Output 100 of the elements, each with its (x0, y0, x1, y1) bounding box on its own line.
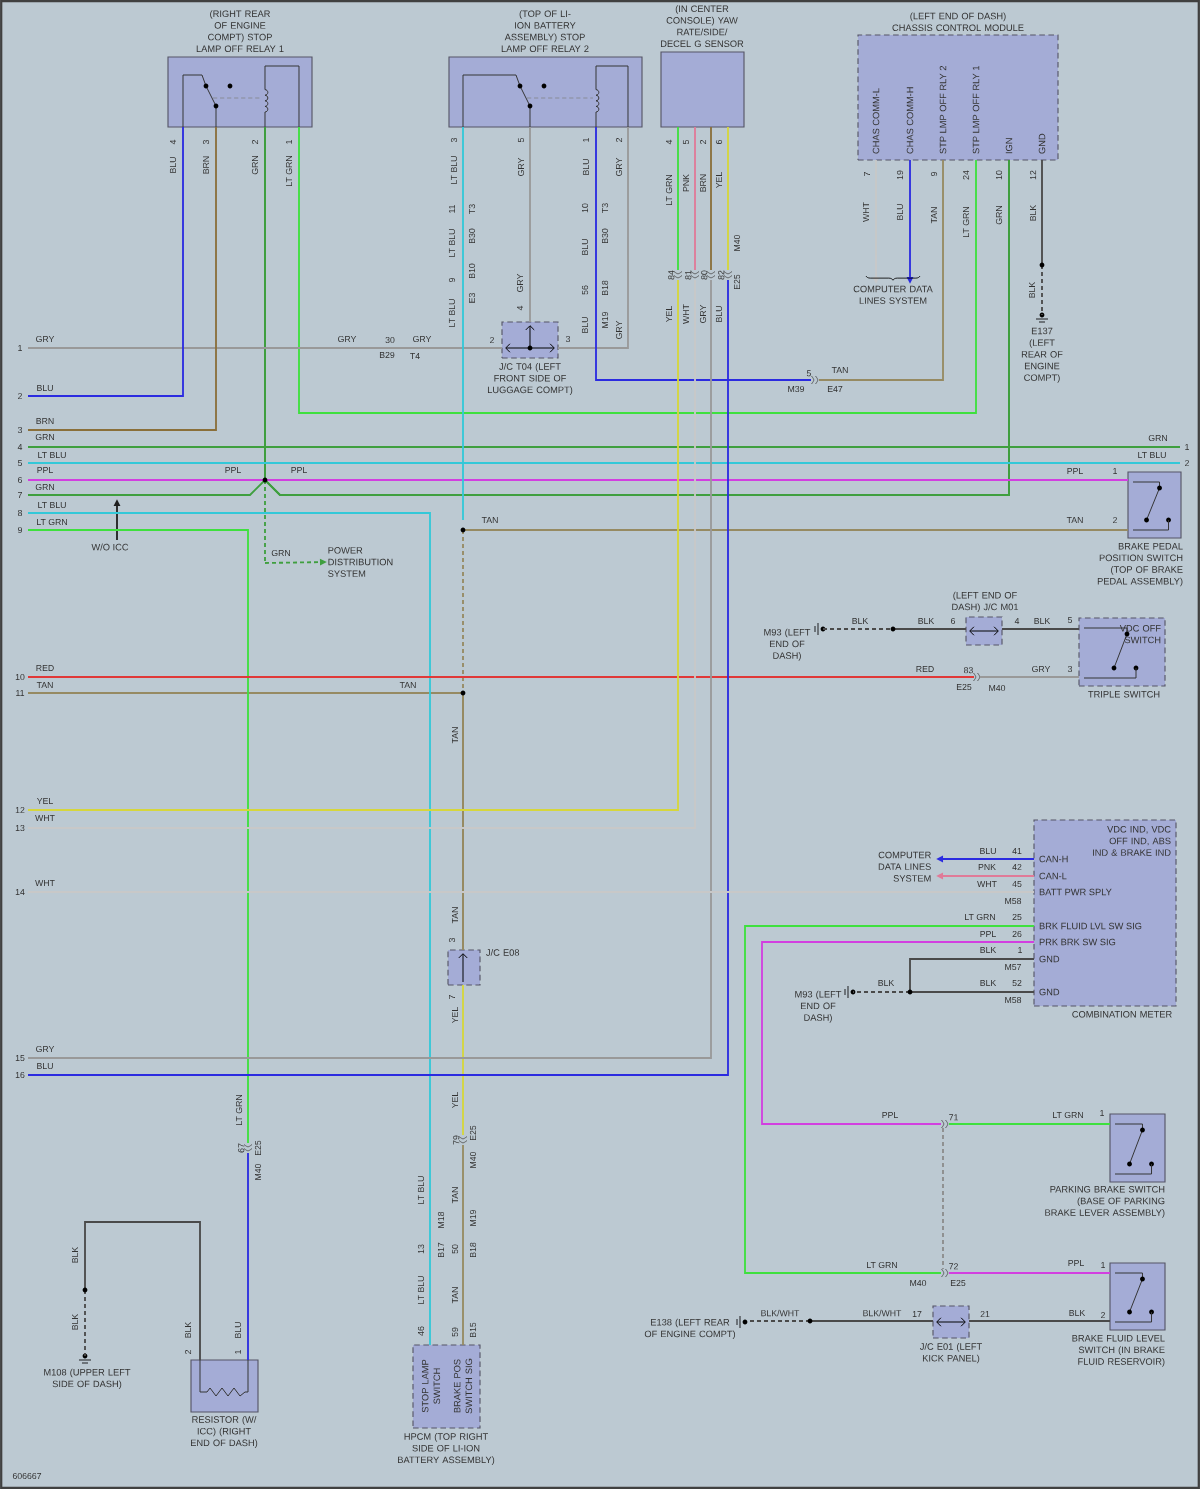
wire (462, 529, 1129, 951)
wire-label: 3 (450, 138, 458, 143)
wire-label: TAN (452, 907, 458, 924)
wire-label: BLK (72, 1246, 78, 1263)
wire-label: LT BLU (448, 229, 456, 257)
wire-label: 3 (1067, 665, 1073, 673)
wire-label: 13 (417, 1244, 425, 1254)
wire-label: LT GRN (962, 207, 970, 237)
wire-label: BLK/WHT (863, 1309, 902, 1317)
wire-label: GRN (995, 206, 1003, 225)
pin-name: GND (1039, 988, 1060, 996)
connector-number: 71 (949, 1114, 958, 1121)
wire (948, 1123, 1111, 1125)
wire-label: M40 (989, 684, 1006, 692)
connector-number: 72 (949, 1263, 958, 1270)
wire-label: 4 (1014, 618, 1020, 624)
wire-label: 10 (581, 203, 589, 213)
wire-label: YEL (716, 172, 722, 189)
component-label: PARKING BRAKE SWITCH (BASE OF PARKING BRAKE LEVER ASSEMBLY) (1045, 1186, 1165, 1218)
pin-name: CAN-L (1039, 872, 1067, 880)
wire-label: LT BLU (38, 501, 66, 509)
wire (462, 984, 464, 1136)
wire-label: BRN (700, 174, 706, 192)
wire-label: 1 (235, 1350, 241, 1354)
component-label: J/C E01 (LEFT KICK PANEL) (919, 1343, 982, 1364)
wire-label: 9 (448, 278, 456, 282)
wire-label: E25 (733, 274, 741, 290)
wire-label: BLU (581, 239, 589, 255)
wire-label: TAN (831, 367, 848, 373)
wire-label: PPL (882, 1112, 898, 1118)
wire-label: 25 (1012, 913, 1022, 921)
wire-label: PPL (1067, 468, 1083, 474)
wire-label: 6 (951, 617, 956, 625)
wire-label: BLU (37, 1062, 53, 1070)
wire-label: B30 (468, 228, 476, 244)
wire (677, 126, 679, 271)
wire (27, 462, 1181, 464)
harness-pin-number: 9 (18, 526, 22, 534)
component-label: (RIGHT REAR OF ENGINE COMPT) STOP LAMP OFF RELAY 1 (196, 10, 284, 52)
wire-label: E25 (469, 1125, 477, 1141)
ground-label: M93 (LEFT END OF DASH) (795, 990, 842, 1023)
wire (595, 126, 812, 381)
wire-label: BLK (185, 1321, 191, 1338)
component-label: (TOP OF LI-ION BATTERY ASSEMBLY) STOP LAMP OFF RELAY 2 (501, 10, 589, 52)
wire-label: GRN (271, 549, 290, 557)
wire-label: 4 (170, 139, 176, 145)
wire-label: 7 (864, 172, 870, 176)
harness-pin-number: 2 (1185, 459, 1189, 467)
wire-label: BLK (1069, 1310, 1086, 1316)
wire-label: E25 (950, 1279, 966, 1287)
wire-label: TAN (452, 727, 458, 744)
wire (1041, 159, 1043, 316)
wire-label: PPL (37, 467, 53, 473)
connector-number: 80 (701, 270, 708, 280)
wire-label: LT BLU (450, 156, 458, 184)
wire-label: 1 (1101, 1262, 1105, 1268)
wire (727, 126, 729, 271)
wire-label: 1 (286, 140, 292, 144)
wire-label: E25 (254, 1140, 262, 1156)
wire (27, 529, 249, 1144)
wire-label: WHT (35, 880, 55, 886)
wire-label: BLU (581, 317, 589, 333)
wire-label: TAN (452, 1287, 458, 1304)
wire-label: BLK (918, 618, 935, 624)
wire-label: BLK (878, 980, 895, 986)
wire-label: BLU (896, 204, 904, 220)
wire-label: TAN (36, 682, 53, 688)
wire-label: PPL (225, 467, 241, 473)
wire-label: 5 (517, 137, 525, 143)
wire-label: GRY (413, 335, 432, 343)
wire-label: LT BLU (417, 1176, 425, 1204)
wire (27, 512, 431, 1346)
wire-label: B15 (469, 1322, 477, 1338)
wire-label: RED (916, 666, 934, 672)
wire-label: BLU (715, 306, 723, 322)
wire-label: PPL (1068, 1260, 1084, 1266)
wire-label: GRY (615, 320, 623, 339)
wire (27, 126, 184, 397)
wire-label: 41 (1012, 848, 1022, 854)
pin-name: CHAS COMM-L (872, 88, 880, 154)
wire-label: M19 (601, 311, 609, 328)
wire-label: 2 (1101, 1311, 1105, 1319)
wire-label: WHT (863, 202, 869, 222)
wire-label: BLU (37, 384, 53, 392)
pin-name: CAN-H (1039, 855, 1068, 863)
harness-pin-number: 16 (15, 1071, 25, 1079)
wire-label: M18 (437, 1211, 445, 1228)
wire-label: BLK (1030, 204, 1036, 221)
wire-label: 59 (451, 1327, 459, 1337)
wire-label: M57 (1005, 963, 1022, 971)
pin-name: BATT PWR SPLY (1039, 888, 1112, 896)
wire-label: 30 (385, 336, 395, 344)
wire-label: 6 (715, 140, 723, 144)
component-label: VDC IND, VDC OFF IND, ABS IND & BRAKE IND (1093, 826, 1171, 856)
wire-label: 2 (251, 140, 259, 144)
wire-label: 4 (666, 139, 672, 145)
note-label: W/O ICC (91, 543, 129, 551)
wire-label: GRY (615, 157, 623, 176)
connector-number: 82 (718, 270, 725, 280)
harness-pin-number: 11 (16, 690, 25, 696)
